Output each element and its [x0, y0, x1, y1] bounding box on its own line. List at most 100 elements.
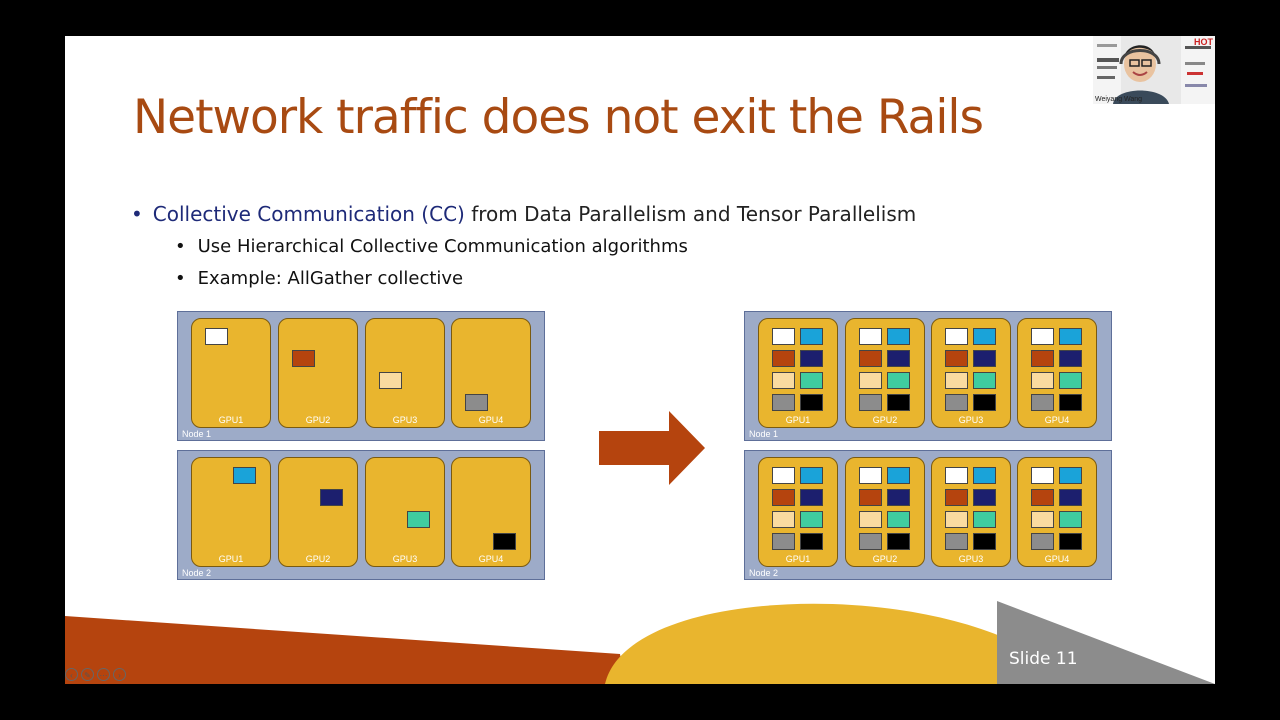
data-block [1031, 489, 1054, 506]
data-block [973, 350, 996, 367]
gpu-label: GPU3 [392, 554, 418, 564]
sub-bullet-text: Example: AllGather collective [197, 268, 464, 289]
data-block [887, 467, 910, 484]
gpu-label: GPU4 [1044, 554, 1070, 564]
slide-title: Network traffic does not exit the Rails [133, 90, 984, 145]
data-block [973, 467, 996, 484]
data-block [205, 328, 228, 345]
data-block [1031, 394, 1054, 411]
gpu-label: GPU4 [1044, 415, 1070, 425]
right-arrow-icon [599, 411, 705, 485]
data-block [1059, 394, 1082, 411]
gpu-label: GPU1 [218, 554, 244, 564]
data-block [945, 328, 968, 345]
gpu-label: GPU3 [958, 554, 984, 564]
data-block [945, 533, 968, 550]
slide-footer-decoration [65, 601, 1215, 684]
after-node-1: GPU1 GPU2 GPU3 GPU4 Node 1 [744, 311, 1112, 441]
data-block [973, 372, 996, 389]
pen-icon[interactable]: ✎ [81, 668, 94, 681]
gpu-label: GPU4 [478, 415, 504, 425]
data-block [945, 489, 968, 506]
gpu-card: GPU1 [191, 457, 271, 567]
gpu-card: GPU3 [931, 457, 1011, 567]
data-block [973, 328, 996, 345]
data-block [1031, 511, 1054, 528]
gpu-label: GPU2 [872, 415, 898, 425]
data-block [859, 467, 882, 484]
data-block [1059, 467, 1082, 484]
data-block [772, 372, 795, 389]
bullet-highlight: Collective Communication (CC) [152, 202, 465, 226]
data-block [772, 328, 795, 345]
data-block [859, 350, 882, 367]
before-node-2: GPU1 GPU2 GPU3 GPU4 Node 2 [177, 450, 545, 580]
data-block [859, 372, 882, 389]
data-block [1031, 467, 1054, 484]
bullet-collective-communication: • Collective Communication (CC) from Data… [131, 202, 916, 226]
data-block [1059, 372, 1082, 389]
data-block [772, 467, 795, 484]
data-block [1059, 489, 1082, 506]
data-block [1031, 328, 1054, 345]
data-block [465, 394, 488, 411]
data-block [1031, 372, 1054, 389]
data-block [859, 533, 882, 550]
data-block [1059, 328, 1082, 345]
presenter-webcam: HOT Weiyang Wang [1093, 36, 1215, 104]
gpu-card: GPU2 [278, 318, 358, 428]
data-block [973, 511, 996, 528]
data-block [320, 489, 343, 506]
gpu-card: GPU2 [845, 318, 925, 428]
after-node-2: GPU1 GPU2 GPU3 GPU4 Node 2 [744, 450, 1112, 580]
data-block [1059, 533, 1082, 550]
data-block [800, 350, 823, 367]
sub-bullet-text: Use Hierarchical Collective Communicatio… [197, 236, 688, 257]
slide: Network traffic does not exit the Rails … [65, 36, 1215, 684]
gpu-card: GPU3 [365, 457, 445, 567]
gpu-card: GPU3 [931, 318, 1011, 428]
gpu-card: GPU1 [191, 318, 271, 428]
gpu-card: GPU4 [451, 457, 531, 567]
bullet-rest: from Data Parallelism and Tensor Paralle… [464, 202, 917, 226]
sub-bullet-example: •Example: AllGather collective [175, 268, 464, 289]
bullet-dot: • [131, 202, 143, 226]
gpu-card: GPU4 [1017, 457, 1097, 567]
gpu-card: GPU1 [758, 318, 838, 428]
presenter-video [1093, 36, 1215, 104]
data-block [772, 511, 795, 528]
data-block [1031, 350, 1054, 367]
sponsor-logo: HOT [1194, 37, 1213, 47]
gpu-label: GPU4 [478, 554, 504, 564]
data-block [292, 350, 315, 367]
data-block [945, 511, 968, 528]
node-label: Node 1 [182, 429, 212, 439]
data-block [1059, 350, 1082, 367]
data-block [800, 372, 823, 389]
data-block [859, 511, 882, 528]
gpu-card: GPU4 [1017, 318, 1097, 428]
data-block [887, 328, 910, 345]
next-icon[interactable]: › [113, 668, 126, 681]
gpu-label: GPU2 [305, 415, 331, 425]
gpu-card: GPU2 [278, 457, 358, 567]
data-block [1031, 533, 1054, 550]
before-node-1: GPU1 GPU2 GPU3 GPU4 Node 1 [177, 311, 545, 441]
more-icon[interactable]: ⋯ [97, 668, 110, 681]
previous-icon[interactable]: ‹ [65, 668, 78, 681]
data-block [493, 533, 516, 550]
gpu-label: GPU1 [785, 415, 811, 425]
data-block [887, 511, 910, 528]
gpu-card: GPU3 [365, 318, 445, 428]
gpu-label: GPU2 [872, 554, 898, 564]
node-label: Node 1 [749, 429, 779, 439]
data-block [800, 328, 823, 345]
data-block [859, 489, 882, 506]
data-block [800, 394, 823, 411]
data-block [772, 350, 795, 367]
data-block [945, 394, 968, 411]
data-block [859, 328, 882, 345]
data-block [407, 511, 430, 528]
gpu-label: GPU1 [218, 415, 244, 425]
data-block [945, 350, 968, 367]
